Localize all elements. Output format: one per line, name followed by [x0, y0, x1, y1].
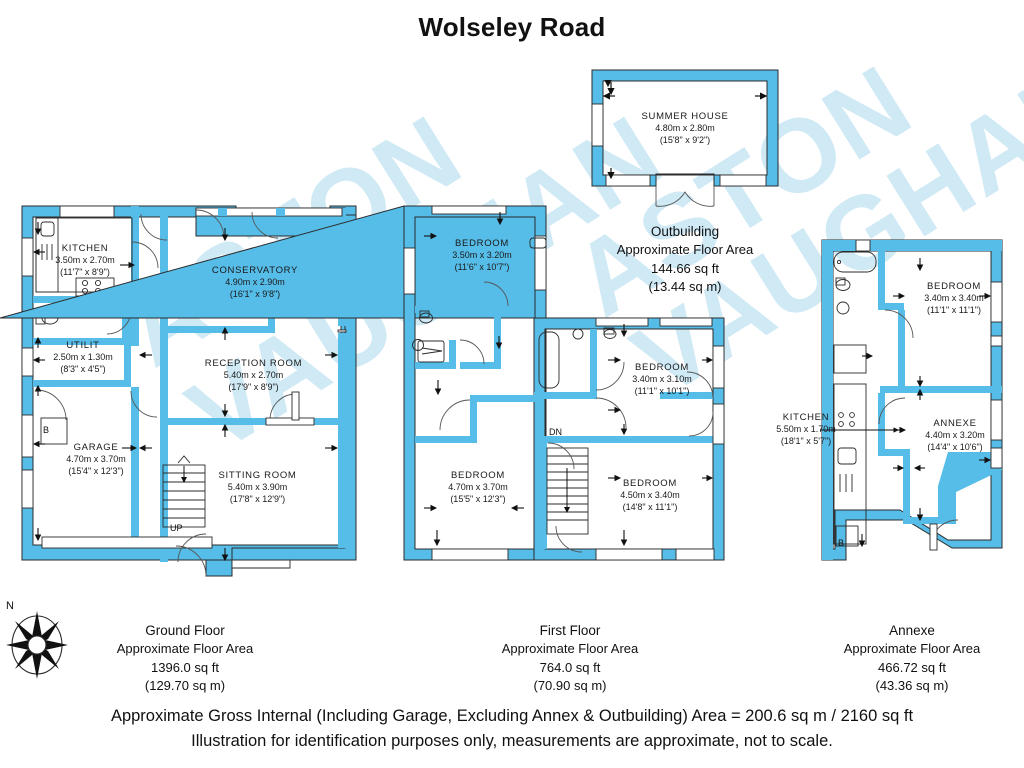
caption-area-label: Approximate Floor Area	[616, 242, 754, 258]
room-name: BEDROOM	[623, 478, 677, 489]
room-label-bedroom-2: BEDROOM 3.40m x 3.10m (11'1" x 10'1")	[608, 362, 716, 397]
caption-annexe: Annexe Approximate Floor Area 466.72 sq …	[832, 621, 992, 696]
first-floor-plan	[0, 205, 725, 561]
caption-area-label: Approximate Floor Area	[116, 641, 254, 657]
caption-sqft: 466.72 sq ft	[878, 659, 946, 675]
room-imperial: (11'6" x 10'7")	[454, 261, 510, 272]
room-label-bedroom-4: BEDROOM 4.50m x 3.40m (14'8" x 11'1")	[596, 478, 704, 513]
room-imperial: (11'7" x 8'9")	[60, 266, 110, 277]
room-imperial: (14'8" x 11'1")	[622, 501, 678, 512]
room-name: SUMMER HOUSE	[641, 111, 729, 122]
room-metric: 5.40m x 3.90m	[227, 482, 288, 493]
room-label-reception-room: RECEPTION ROOM 5.40m x 2.70m (17'9" x 8'…	[186, 358, 321, 393]
room-label-utility: UTILIT 2.50m x 1.30m (8'3" x 4'5")	[28, 340, 138, 375]
room-name: SITTING ROOM	[218, 470, 297, 481]
room-label-kitchen-annexe: KITCHEN 5.50m x 1.70m (18'1" x 5'7")	[752, 412, 860, 447]
caption-sqm: (43.36 sq m)	[875, 678, 949, 694]
caption-name: Ground Floor	[145, 623, 225, 638]
caption-name: Annexe	[889, 623, 935, 638]
room-metric: 4.40m x 3.20m	[925, 430, 985, 441]
room-name: KITCHEN	[782, 412, 830, 423]
room-name: BEDROOM	[927, 281, 981, 292]
page-title: Wolseley Road	[418, 12, 606, 42]
room-imperial: (15'8" x 9'2")	[659, 134, 711, 145]
room-name: BEDROOM	[455, 238, 509, 249]
stairs-down-label: DN	[549, 427, 562, 437]
room-label-bedroom-1: BEDROOM 3.50m x 3.20m (11'6" x 10'7")	[428, 238, 536, 273]
caption-ground-floor: Ground Floor Approximate Floor Area 1396…	[105, 621, 265, 696]
boiler-marker-annexe: B	[838, 538, 845, 548]
room-label-annexe-living: ANNEXE 4.40m x 3.20m (14'4" x 10'6")	[901, 418, 1009, 453]
room-metric: 4.90m x 2.90m	[225, 277, 285, 288]
room-metric: 4.50m x 3.40m	[620, 490, 680, 501]
room-imperial: (8'3" x 4'5")	[60, 363, 106, 374]
room-name: ANNEXE	[933, 418, 977, 429]
room-label-conservatory: CONSERVATORY 4.90m x 2.90m (16'1" x 9'8"…	[190, 265, 320, 300]
room-imperial: (14'4" x 10'6")	[927, 441, 983, 452]
room-metric: 3.50m x 2.70m	[55, 255, 115, 266]
room-metric: 4.70m x 3.70m	[66, 454, 126, 465]
room-imperial: (17'8" x 12'9")	[229, 493, 286, 504]
caption-sqm: (129.70 sq m)	[144, 678, 226, 694]
stairs-up-ground	[162, 455, 206, 528]
room-metric: 3.40m x 3.40m	[924, 293, 984, 304]
caption-first-floor: First Floor Approximate Floor Area 764.0…	[490, 621, 650, 696]
room-imperial: (16'1" x 9'8")	[229, 288, 281, 299]
caption-outbuilding: Outbuilding Approximate Floor Area 144.6…	[605, 222, 765, 297]
room-imperial: (11'1" x 10'1")	[634, 385, 690, 396]
stairs-up-label: UP	[170, 523, 183, 533]
caption-name: First Floor	[539, 623, 601, 638]
room-label-bedroom-annexe: BEDROOM 3.40m x 3.40m (11'1" x 11'1")	[900, 281, 1008, 316]
caption-sqm: (13.44 sq m)	[648, 279, 722, 295]
caption-sqm: (70.90 sq m)	[533, 678, 607, 694]
caption-area-label: Approximate Floor Area	[843, 641, 981, 657]
compass-north-label: N	[6, 600, 14, 612]
outbuilding-summer-house-plan	[591, 69, 779, 207]
annexe-plan	[820, 239, 1003, 561]
room-label-kitchen-ground: KITCHEN 3.50m x 2.70m (11'7" x 8'9")	[30, 243, 140, 278]
room-metric: 3.40m x 3.10m	[632, 374, 692, 385]
room-metric: 5.40m x 2.70m	[223, 370, 284, 381]
boiler-marker-garage: B	[43, 425, 50, 435]
room-label-sitting-room: SITTING ROOM 5.40m x 3.90m (17'8" x 12'9…	[195, 470, 320, 505]
room-name: KITCHEN	[61, 243, 109, 254]
room-name: BEDROOM	[635, 362, 689, 373]
caption-sqft: 144.66 sq ft	[651, 260, 719, 276]
compass-rose	[6, 611, 68, 679]
room-imperial: (18'1" x 5'7")	[780, 435, 832, 446]
room-label-bedroom-3: BEDROOM 4.70m x 3.70m (15'5" x 12'3")	[424, 470, 532, 505]
footer-disclaimer: Illustration for identification purposes…	[191, 732, 833, 750]
room-imperial: (11'1" x 11'1")	[926, 304, 982, 315]
room-imperial: (17'9" x 8'9")	[228, 381, 279, 392]
room-imperial: (15'5" x 12'3")	[450, 493, 506, 504]
room-name: CONSERVATORY	[211, 265, 299, 276]
footer-gross-area: Approximate Gross Internal (Including Ga…	[110, 707, 914, 725]
room-label-garage: GARAGE 4.70m x 3.70m (15'4" x 12'3")	[41, 442, 151, 477]
room-metric: 3.50m x 3.20m	[452, 250, 512, 261]
stairs-down-first	[546, 447, 589, 535]
room-metric: 4.70m x 3.70m	[448, 482, 508, 493]
room-imperial: (15'4" x 12'3")	[68, 465, 124, 476]
room-label-summer-house: SUMMER HOUSE 4.80m x 2.80m (15'8" x 9'2"…	[610, 111, 760, 146]
room-metric: 2.50m x 1.30m	[53, 352, 113, 363]
caption-name: Outbuilding	[650, 224, 720, 239]
room-metric: 5.50m x 1.70m	[776, 424, 836, 435]
room-metric: 4.80m x 2.80m	[655, 123, 715, 134]
room-name: RECEPTION ROOM	[204, 358, 303, 369]
room-name: BEDROOM	[451, 470, 505, 481]
room-name: GARAGE	[73, 442, 119, 453]
room-name: UTILIT	[66, 340, 100, 351]
caption-sqft: 1396.0 sq ft	[151, 659, 219, 675]
caption-sqft: 764.0 sq ft	[539, 659, 601, 675]
caption-area-label: Approximate Floor Area	[501, 641, 639, 657]
